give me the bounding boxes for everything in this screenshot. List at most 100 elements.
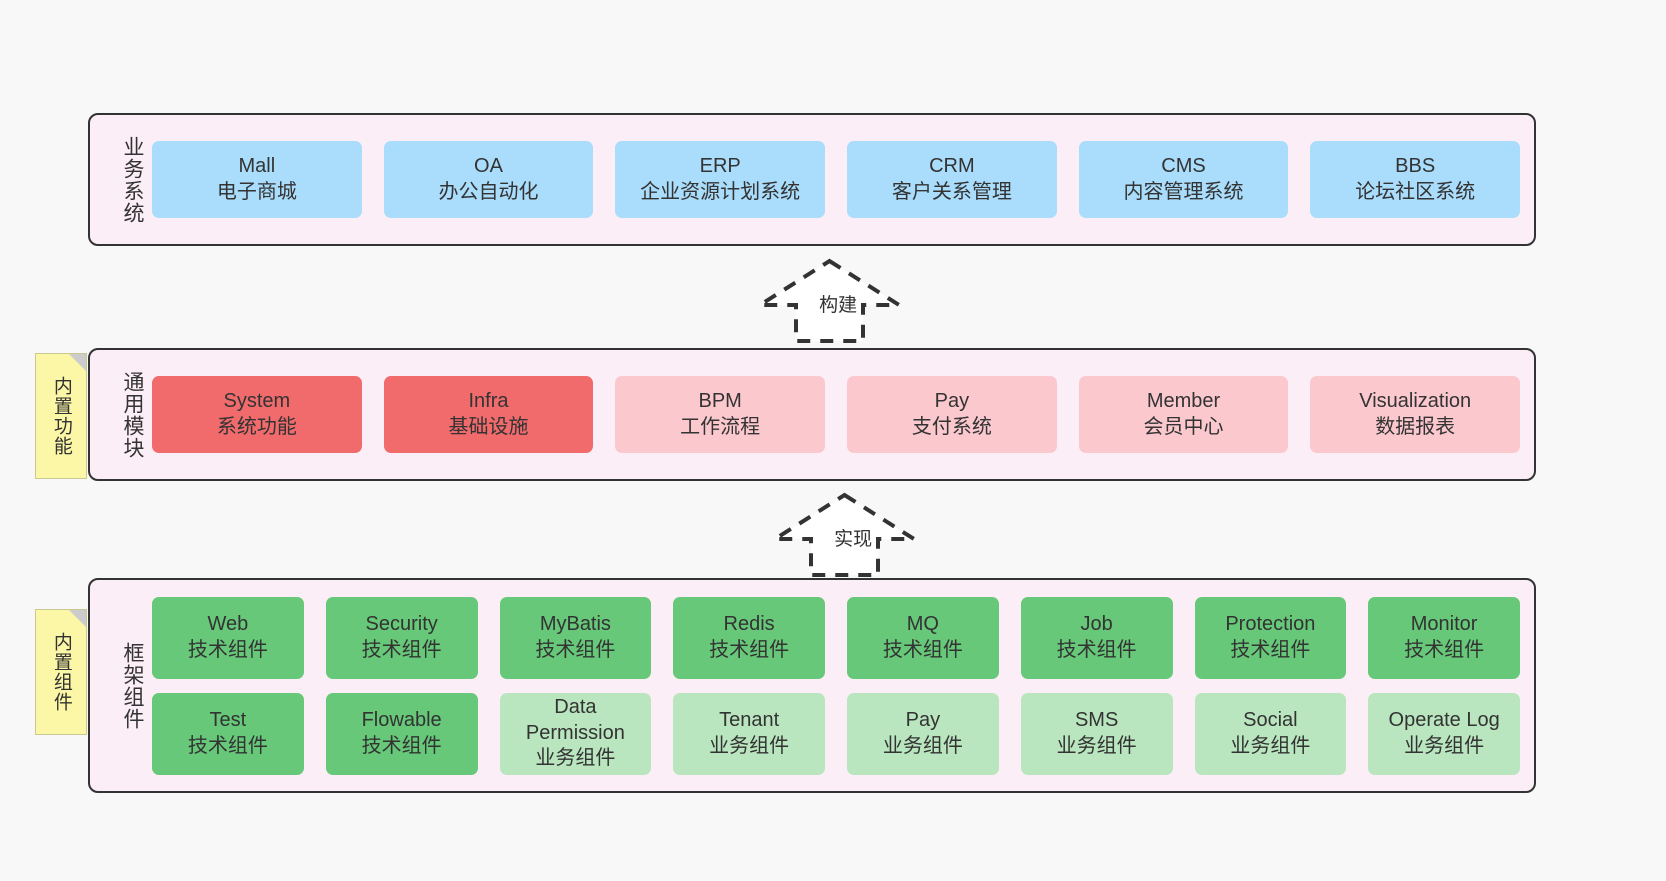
card-name: Pay <box>934 389 970 412</box>
card-social[interactable]: Social 业务组件 <box>1194 692 1347 775</box>
card-erp[interactable]: ERP 企业资源计划系统 <box>615 141 826 218</box>
card-system[interactable]: System 系统功能 <box>152 376 362 453</box>
card-desc: 企业资源计划系统 <box>640 180 801 203</box>
card-desc: 业务组件 <box>709 734 790 757</box>
card-oa[interactable]: OA 办公自动化 <box>383 141 594 218</box>
card-desc: 系统功能 <box>216 415 297 438</box>
card-operate-log[interactable]: Operate Log 业务组件 <box>1368 692 1520 775</box>
card-visualization[interactable]: Visualization 数据报表 <box>1310 376 1521 453</box>
card-name: MQ <box>906 612 939 635</box>
layer-body-business-system: Mall 电子商城 OA 办公自动化 ERP 企业资源计划系统 CRM 客户关系… <box>144 141 1534 218</box>
card-name: System <box>223 389 291 412</box>
card-desc: 技术组件 <box>535 638 616 661</box>
card-name: Visualization <box>1359 389 1472 412</box>
sticky-note-label: 内置组件 <box>50 632 72 712</box>
layer-business-system: 业务系统 Mall 电子商城 OA 办公自动化 ERP 企业资源计划系统 CRM… <box>88 113 1536 246</box>
card-desc: 技术组件 <box>361 734 442 757</box>
card-desc: 业务组件 <box>1056 734 1137 757</box>
card-pay-common[interactable]: Pay 支付系统 <box>847 376 1057 453</box>
card-redis[interactable]: Redis 技术组件 <box>673 596 825 679</box>
connector-implement-arrow: 实现 <box>768 492 921 578</box>
card-desc: 客户关系管理 <box>891 180 1012 203</box>
card-name: Infra <box>468 389 509 412</box>
common-card-row: System 系统功能 Infra 基础设施 BPM 工作流程 Pay 支付系统… <box>152 376 1521 453</box>
card-data-permission[interactable]: Data Permission 业务组件 <box>499 692 652 775</box>
card-job[interactable]: Job 技术组件 <box>1020 596 1173 679</box>
card-desc: 会员中心 <box>1143 415 1224 438</box>
layer-framework-component: 框架组件 Web 技术组件 Security 技术组件 MyBatis 技术组件… <box>88 578 1536 793</box>
card-name: ERP <box>699 154 741 177</box>
connector-implement-label: 实现 <box>834 529 873 550</box>
card-desc: 业务组件 <box>1404 734 1485 757</box>
card-name: Test <box>209 708 247 731</box>
card-name: Flowable <box>361 708 442 731</box>
card-name: Operate Log <box>1388 708 1500 731</box>
card-mall[interactable]: Mall 电子商城 <box>152 141 362 218</box>
card-desc: 内容管理系统 <box>1123 180 1244 203</box>
card-pay-framework[interactable]: Pay 业务组件 <box>847 692 999 775</box>
business-card-row: Mall 电子商城 OA 办公自动化 ERP 企业资源计划系统 CRM 客户关系… <box>152 141 1521 218</box>
layer-body-common-module: System 系统功能 Infra 基础设施 BPM 工作流程 Pay 支付系统… <box>144 376 1534 453</box>
layer-body-framework-component: Web 技术组件 Security 技术组件 MyBatis 技术组件 Redi… <box>144 596 1534 775</box>
card-desc: 论坛社区系统 <box>1355 180 1476 203</box>
card-mybatis[interactable]: MyBatis 技术组件 <box>499 596 652 679</box>
card-web[interactable]: Web 技术组件 <box>152 596 304 679</box>
card-member[interactable]: Member 会员中心 <box>1078 376 1289 453</box>
card-bpm[interactable]: BPM 工作流程 <box>615 376 826 453</box>
card-desc: 电子商城 <box>216 180 297 203</box>
layer-common-module: 通用模块 System 系统功能 Infra 基础设施 BPM 工作流程 Pay… <box>88 348 1536 481</box>
layer-title-framework-component: 框架组件 <box>121 641 144 730</box>
card-desc: 技术组件 <box>709 638 790 661</box>
card-name: Web <box>207 612 249 635</box>
card-name: OA <box>474 154 503 177</box>
card-name: SMS <box>1074 708 1119 731</box>
card-protection[interactable]: Protection 技术组件 <box>1194 596 1347 679</box>
card-monitor[interactable]: Monitor 技术组件 <box>1368 596 1520 679</box>
card-name: CRM <box>929 154 975 177</box>
card-name: Tenant <box>719 708 780 731</box>
card-desc: 技术组件 <box>187 638 268 661</box>
card-desc: 技术组件 <box>1056 638 1137 661</box>
card-desc: 办公自动化 <box>438 180 539 203</box>
card-name: Member <box>1146 389 1221 412</box>
card-name: Data Permission <box>525 696 625 744</box>
card-tenant[interactable]: Tenant 业务组件 <box>673 692 825 775</box>
card-test[interactable]: Test 技术组件 <box>152 692 304 775</box>
card-desc: 业务组件 <box>1230 734 1311 757</box>
framework-card-row-business: Test 技术组件 Flowable 技术组件 Data Permission … <box>152 692 1520 775</box>
card-desc: 工作流程 <box>680 415 761 438</box>
card-mq[interactable]: MQ 技术组件 <box>847 596 999 679</box>
card-name: CMS <box>1161 154 1206 177</box>
card-cms[interactable]: CMS 内容管理系统 <box>1078 141 1289 218</box>
card-desc: 基础设施 <box>448 415 529 438</box>
card-name: Protection <box>1225 612 1316 635</box>
card-crm[interactable]: CRM 客户关系管理 <box>847 141 1057 218</box>
card-desc: 支付系统 <box>911 415 992 438</box>
card-bbs[interactable]: BBS 论坛社区系统 <box>1310 141 1521 218</box>
card-desc: 技术组件 <box>361 638 442 661</box>
card-name: BPM <box>698 389 742 412</box>
layer-title-business-system: 业务系统 <box>121 135 144 224</box>
card-desc: 技术组件 <box>1404 638 1485 661</box>
card-name: Social <box>1243 708 1298 731</box>
card-desc: 业务组件 <box>535 747 616 770</box>
card-name: Job <box>1080 612 1113 635</box>
card-security[interactable]: Security 技术组件 <box>325 596 478 679</box>
card-name: Mall <box>238 154 276 177</box>
sticky-note-label: 内置功能 <box>50 376 72 456</box>
card-name: Monitor <box>1410 612 1478 635</box>
card-desc: 数据报表 <box>1375 415 1456 438</box>
card-flowable[interactable]: Flowable 技术组件 <box>325 692 478 775</box>
framework-card-row-technical: Web 技术组件 Security 技术组件 MyBatis 技术组件 Redi… <box>152 596 1520 679</box>
card-name: Redis <box>723 612 775 635</box>
card-desc: 技术组件 <box>187 734 268 757</box>
card-sms[interactable]: SMS 业务组件 <box>1020 692 1173 775</box>
card-desc: 业务组件 <box>882 734 963 757</box>
card-desc: 技术组件 <box>1230 638 1311 661</box>
layer-title-common-module: 通用模块 <box>121 370 144 459</box>
sticky-note-builtin-component: 内置组件 <box>35 609 87 735</box>
connector-build-arrow: 构建 <box>753 258 906 344</box>
card-infra[interactable]: Infra 基础设施 <box>383 376 594 453</box>
card-name: BBS <box>1395 154 1436 177</box>
